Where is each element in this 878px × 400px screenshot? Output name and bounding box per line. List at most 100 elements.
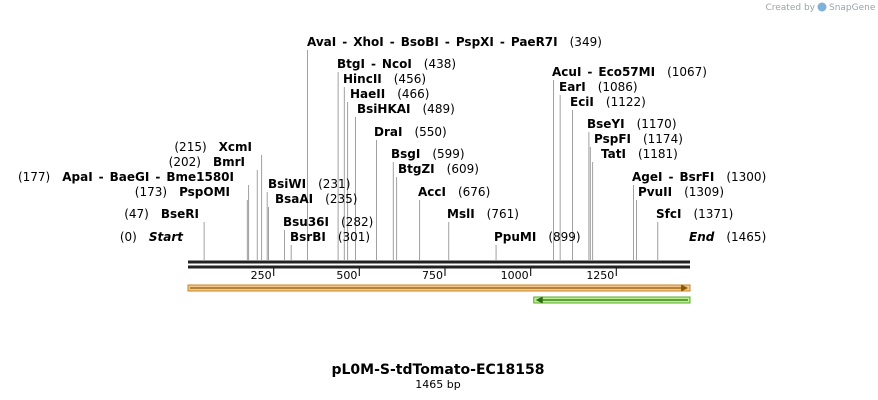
enzyme-name: DraI <box>374 125 402 139</box>
site-label[interactable]: BsrBI (301) <box>290 230 370 244</box>
enzyme-name: End <box>689 230 715 244</box>
site-label[interactable]: HincII (456) <box>343 72 426 86</box>
axis-tick-label: 1250 <box>586 269 614 282</box>
enzyme-name: PpuMI <box>494 230 536 244</box>
enzyme-name: BtgZI <box>398 162 435 176</box>
site-label[interactable]: HaeII (466) <box>350 87 430 101</box>
site-label[interactable]: (47) BseRI <box>124 207 199 221</box>
enzyme-name: AvaI <box>307 35 336 49</box>
site-label[interactable]: SfcI (1371) <box>656 207 733 221</box>
site-position: (1086) <box>586 80 638 94</box>
site-position: (202) <box>169 155 201 169</box>
site-label[interactable]: (202) BmrI <box>169 155 245 169</box>
site-position: (1067) <box>655 65 707 79</box>
site-label[interactable]: DraI (550) <box>374 125 447 139</box>
site-label[interactable]: BtgI - NcoI (438) <box>337 57 456 71</box>
site-position: (599) <box>420 147 464 161</box>
enzyme-name: BsaAI <box>275 192 313 206</box>
site-label[interactable]: BseYI (1170) <box>587 117 677 131</box>
enzyme-name: - PaeR7I <box>494 35 558 49</box>
site-label[interactable]: BsiWI (231) <box>268 177 350 191</box>
site-label[interactable]: AgeI - BsrFI (1300) <box>632 170 766 184</box>
enzyme-name: - NcoI <box>365 57 412 71</box>
enzyme-name: ApaI <box>50 170 92 184</box>
axis-tick-label: 250 <box>251 269 272 282</box>
site-label[interactable]: End (1465) <box>689 230 766 244</box>
enzyme-name: AccI <box>418 185 446 199</box>
enzyme-name: BsiHKAI <box>357 102 411 116</box>
site-label[interactable]: EciI (1122) <box>570 95 646 109</box>
site-label[interactable]: PvuII (1309) <box>638 185 724 199</box>
site-position: (1309) <box>672 185 724 199</box>
site-label[interactable]: (215) XcmI <box>174 140 252 154</box>
feature-forward-arrowhead-icon <box>681 284 688 292</box>
site-position: (1181) <box>626 147 678 161</box>
enzyme-name: - BaeGI <box>93 170 150 184</box>
axis-tick-label: 750 <box>422 269 443 282</box>
site-position: (761) <box>475 207 519 221</box>
enzyme-name: AcuI <box>552 65 581 79</box>
site-label[interactable]: (177) ApaI - BaeGI - Bme1580I <box>18 170 234 184</box>
enzyme-name: Start <box>137 230 184 244</box>
feature-reverse-arrowhead-icon <box>535 296 543 304</box>
site-position: (1300) <box>714 170 766 184</box>
site-label[interactable]: (0) Start <box>120 230 184 244</box>
site-label[interactable]: BsaAI (235) <box>275 192 357 206</box>
site-label[interactable]: AccI (676) <box>418 185 490 199</box>
site-labels: AvaI - XhoI - BsoBI - PspXI - PaeR7I (34… <box>18 35 766 244</box>
site-label[interactable]: MslI (761) <box>447 207 519 221</box>
site-position: (1465) <box>714 230 766 244</box>
backbone <box>188 260 690 269</box>
site-label[interactable]: EarI (1086) <box>559 80 638 94</box>
site-position: (676) <box>446 185 490 199</box>
enzyme-name: HaeII <box>350 87 385 101</box>
leader-lines <box>203 50 659 260</box>
enzyme-name: - PspXI <box>439 35 494 49</box>
site-position: (215) <box>174 140 206 154</box>
credit-brand: SnapGene <box>829 3 876 13</box>
site-position: (301) <box>326 230 370 244</box>
enzyme-name: PspOMI <box>167 185 230 199</box>
site-position: (349) <box>558 35 602 49</box>
site-position: (47) <box>124 207 149 221</box>
enzyme-name: - XhoI <box>336 35 383 49</box>
site-position: (456) <box>382 72 426 86</box>
plasmid-length: 1465 bp <box>415 378 460 391</box>
site-position: (282) <box>329 215 373 229</box>
site-position: (1122) <box>594 95 646 109</box>
site-label[interactable]: (173) PspOMI <box>135 185 230 199</box>
site-position: (1170) <box>625 117 677 131</box>
site-label[interactable]: PspFI (1174) <box>594 132 683 146</box>
enzyme-name: BsiWI <box>268 177 306 191</box>
site-label[interactable]: Bsu36I (282) <box>283 215 373 229</box>
enzyme-name: EarI <box>559 80 586 94</box>
site-label[interactable]: BsgI (599) <box>391 147 465 161</box>
features <box>187 284 691 304</box>
site-position: (438) <box>412 57 456 71</box>
site-label[interactable]: BsiHKAI (489) <box>357 102 455 116</box>
site-label[interactable]: AvaI - XhoI - BsoBI - PspXI - PaeR7I (34… <box>307 35 602 49</box>
site-label[interactable]: BtgZI (609) <box>398 162 479 176</box>
enzyme-name: BtgI <box>337 57 365 71</box>
axis-tick-label: 500 <box>336 269 357 282</box>
enzyme-name: BseYI <box>587 117 625 131</box>
site-label[interactable]: PpuMI (899) <box>494 230 581 244</box>
axis-ticks: 250 500 750 1000 1250 <box>251 267 617 282</box>
site-position: (1371) <box>681 207 733 221</box>
enzyme-name: - BsrFI <box>662 170 714 184</box>
axis-tick-label: 1000 <box>501 269 529 282</box>
enzyme-name: BsrBI <box>290 230 326 244</box>
site-position: (466) <box>385 87 429 101</box>
enzyme-name: HincII <box>343 72 382 86</box>
site-position: (177) <box>18 170 50 184</box>
enzyme-name: AgeI <box>632 170 662 184</box>
site-label[interactable]: TatI (1181) <box>601 147 678 161</box>
enzyme-name: BsgI <box>391 147 420 161</box>
enzyme-name: TatI <box>601 147 626 161</box>
snapgene-logo-icon <box>817 2 827 12</box>
enzyme-name: - Eco57MI <box>581 65 655 79</box>
site-position: (235) <box>313 192 357 206</box>
site-label[interactable]: AcuI - Eco57MI (1067) <box>552 65 707 79</box>
site-position: (899) <box>536 230 580 244</box>
